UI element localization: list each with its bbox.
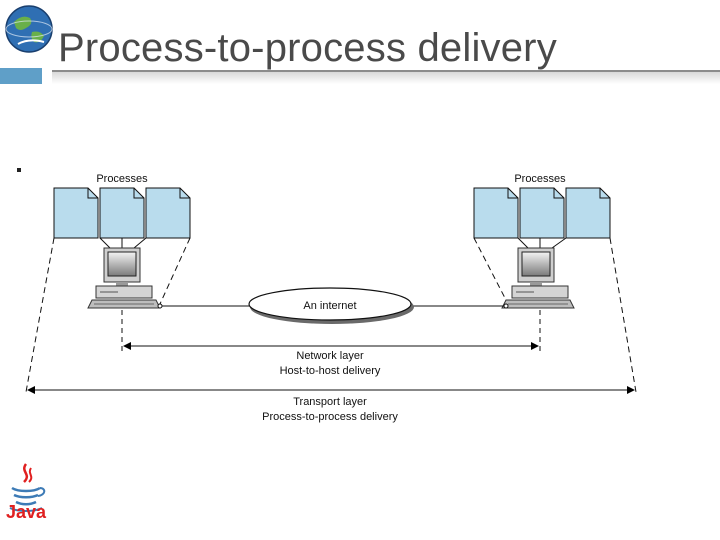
left-outer-dashed-line bbox=[25, 237, 55, 393]
transport-layer-label: Transport layer bbox=[293, 396, 367, 408]
right-inner-dashed-line bbox=[473, 237, 507, 301]
java-logo-icon bbox=[9, 463, 46, 512]
left-process-files bbox=[53, 187, 191, 239]
right-processes-label: Processes bbox=[514, 173, 566, 185]
title-accent-bar bbox=[0, 68, 42, 84]
host-to-host-label: Host-to-host delivery bbox=[280, 365, 381, 377]
title-shadow bbox=[52, 72, 720, 84]
internet-label: An internet bbox=[303, 300, 356, 312]
globe-logo-icon bbox=[5, 5, 53, 53]
right-connectors bbox=[517, 237, 567, 249]
network-layer-label: Network layer bbox=[296, 350, 364, 362]
internet-cloud bbox=[248, 287, 412, 321]
right-process-files bbox=[473, 187, 611, 239]
left-computer-icon bbox=[87, 247, 161, 309]
right-outer-dashed-line bbox=[609, 237, 637, 393]
bullet-point bbox=[17, 168, 21, 172]
left-processes-label: Processes bbox=[96, 173, 148, 185]
right-computer-icon bbox=[501, 247, 575, 309]
right-link-port bbox=[503, 303, 509, 309]
java-logo-text: Java bbox=[6, 502, 47, 522]
left-inner-dashed-line bbox=[159, 237, 191, 305]
slide-title: Process-to-process delivery bbox=[58, 26, 557, 70]
left-link-port bbox=[157, 303, 163, 309]
title-rule bbox=[52, 70, 720, 72]
process-to-process-label: Process-to-process delivery bbox=[262, 411, 398, 423]
left-connectors bbox=[99, 237, 147, 249]
